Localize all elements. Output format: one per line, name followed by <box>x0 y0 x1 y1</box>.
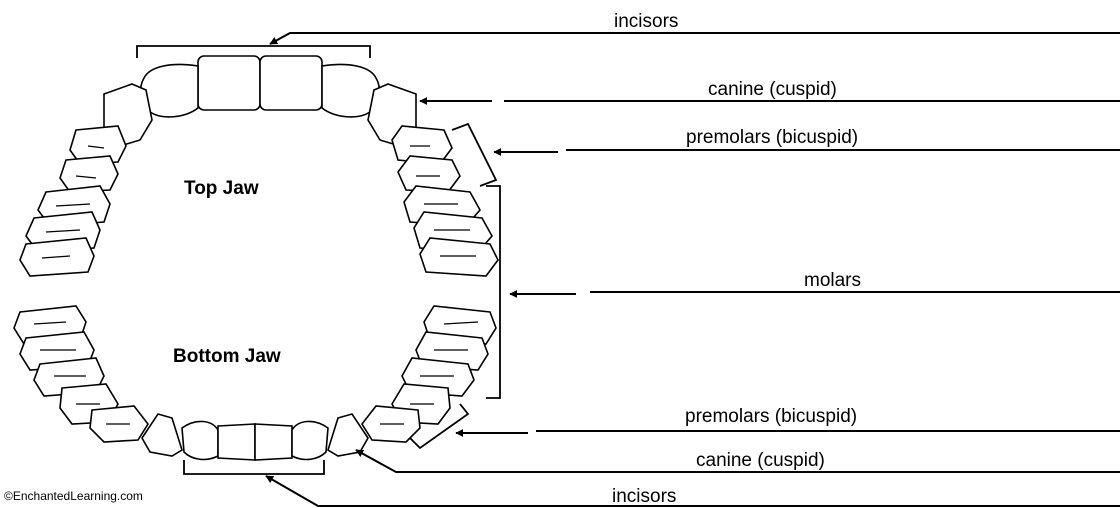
molars-label: molars <box>804 270 861 291</box>
incisors-top-label: incisors <box>614 11 678 32</box>
premolars-bottom-label: premolars (bicuspid) <box>685 406 857 427</box>
bottom-jaw <box>14 306 496 460</box>
canine-top-label: canine (cuspid) <box>708 79 837 100</box>
top-jaw <box>20 56 498 276</box>
molars-bracket <box>486 186 500 398</box>
bottom-central-incisor-right <box>255 424 292 460</box>
copyright-credit: ©EnchantedLearning.com <box>4 489 143 503</box>
incisors-bottom-label: incisors <box>612 486 676 507</box>
top-jaw-label: Top Jaw <box>184 178 259 199</box>
top-premolar-right-2 <box>398 156 460 192</box>
incisors-bottom-leader <box>266 476 1120 506</box>
top-central-incisor-right <box>260 56 322 110</box>
top-central-incisor-left <box>198 56 260 110</box>
bottom-canine-left <box>142 414 182 456</box>
canine-bottom-label: canine (cuspid) <box>696 450 825 471</box>
bottom-incisors-bracket <box>184 460 324 474</box>
premolars-top-label: premolars (bicuspid) <box>686 127 858 148</box>
incisors-top-leader <box>270 33 1120 44</box>
bottom-jaw-label: Bottom Jaw <box>173 346 281 367</box>
bottom-central-incisor-left <box>218 424 255 460</box>
bottom-lateral-incisor-right <box>292 421 328 459</box>
bottom-lateral-incisor-left <box>182 421 218 459</box>
bottom-canine-right <box>328 414 368 456</box>
top-molar-right-3 <box>420 238 498 276</box>
